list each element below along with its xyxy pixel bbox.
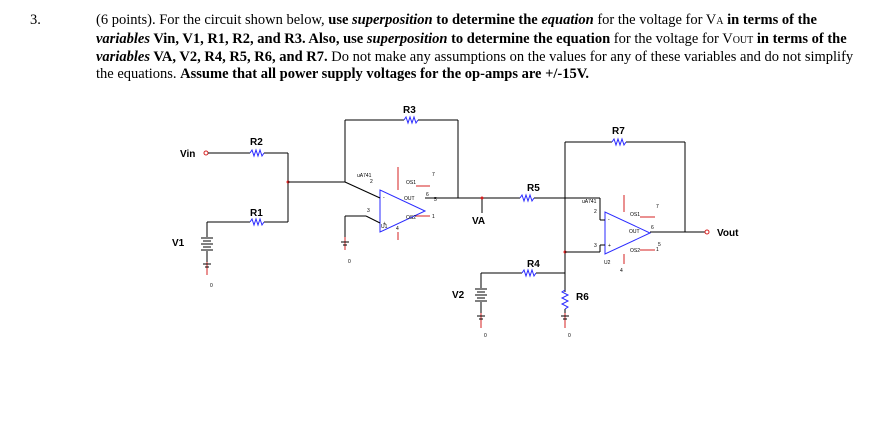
question-text: (6 points). For the circuit shown below,… [96,12,854,82]
ground-u1: 0 [341,237,351,265]
svg-text:0: 0 [348,259,351,265]
r2-label: R2 [250,137,263,148]
svg-text:+: + [383,221,386,227]
r7-label: R7 [612,126,625,137]
ground-v1: 0 [203,262,213,289]
r1-label: R1 [250,208,263,219]
vout-terminal [704,229,710,235]
svg-text:6: 6 [651,225,654,231]
svg-text:uA741: uA741 [357,173,372,179]
svg-text:0: 0 [568,333,571,339]
svg-text:OUT: OUT [629,229,640,235]
u1-opamp: uA741 2 3 - + U1 OUT OS1 OS2 6 7 1 4 5 [357,172,437,233]
u2-label: U2 [604,260,611,266]
r1-resistor [249,218,265,226]
u1-label: U1 [381,224,388,230]
points: (6 points). [96,12,156,28]
svg-text:OS1: OS1 [406,180,416,186]
svg-text:-: - [383,195,385,201]
svg-text:OS2: OS2 [406,215,416,221]
r6-label: R6 [576,292,589,303]
question-number: 3. [30,12,41,28]
svg-text:4: 4 [620,268,623,274]
svg-text:7: 7 [656,204,659,210]
node-va [480,196,484,200]
vout-label: Vout [717,228,739,239]
svg-text:uA741: uA741 [582,199,597,205]
v1-label: V1 [172,238,185,249]
r3-resistor [403,116,419,124]
svg-text:OS1: OS1 [630,212,640,218]
v1-battery [201,237,213,251]
r6-resistor [560,289,570,310]
svg-text:5: 5 [658,242,661,248]
svg-text:OS2: OS2 [630,248,640,254]
v2-battery [475,288,487,302]
vin-label: Vin [180,149,195,160]
r4-resistor [521,269,537,277]
r2-resistor [249,149,265,157]
r7-resistor [611,138,627,146]
svg-text:3: 3 [367,208,370,214]
svg-text:7: 7 [432,172,435,178]
svg-text:4: 4 [396,226,399,232]
svg-text:1: 1 [432,214,435,220]
svg-text:2: 2 [370,179,373,185]
u2-opamp: uA741 2 3 - + U2 OUT OS1 OS2 6 7 1 4 5 [582,199,661,274]
svg-text:+: + [608,243,611,249]
svg-text:3: 3 [594,243,597,249]
ground-r6: 0 [561,313,571,339]
ground-v2: 0 [477,313,487,339]
r4-label: R4 [527,259,540,270]
svg-text:0: 0 [484,333,487,339]
vin-terminal [203,150,209,156]
v2-label: V2 [452,290,465,301]
r5-label: R5 [527,183,540,194]
svg-text:0: 0 [210,283,213,289]
svg-text:6: 6 [426,192,429,198]
svg-text:-: - [608,217,610,223]
svg-text:OUT: OUT [404,196,415,202]
svg-text:2: 2 [594,209,597,215]
svg-text:5: 5 [434,197,437,203]
r3-label: R3 [403,105,416,116]
svg-text:1: 1 [656,247,659,253]
va-label: VA [472,216,485,227]
r5-resistor [519,194,535,202]
